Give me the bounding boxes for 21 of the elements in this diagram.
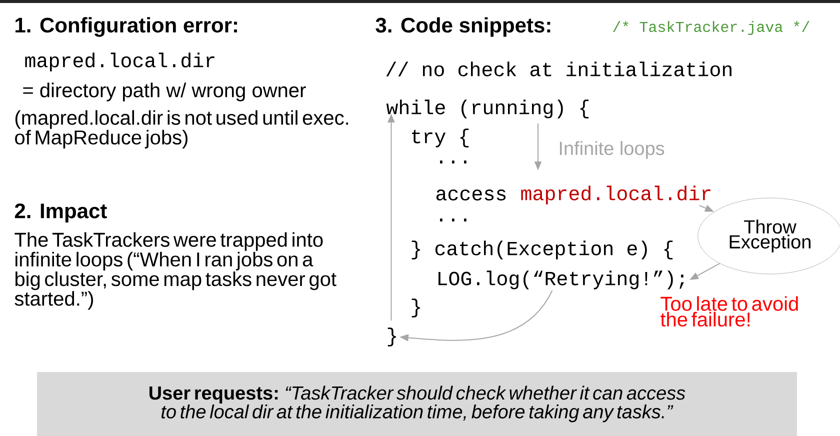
code-line: }	[412, 298, 420, 318]
code-line: LOG.log(“Retrying!”);	[438, 270, 684, 290]
code-comment: /* TaskTracker.java */	[613, 21, 810, 35]
request-box: User requests: “TaskTracker should check whether it can access to the local dir at the initialization time, before taking any tasks.”	[37, 372, 797, 436]
section-heading: 2. Impact	[14, 203, 107, 222]
code-line: try {	[412, 128, 469, 148]
note-text: (mapred.local.dir is not used until exec. of MapReduce jobs)	[15, 110, 348, 148]
code-line: ...	[440, 218, 466, 222]
closing-brace: }	[388, 328, 396, 346]
impact-text: The TaskTrackers were trapped into infinite loops (“When I ran jobs on a big cluster, some map tasks never got started.”)	[14, 232, 336, 310]
annotation-text: Infinite loops	[560, 141, 664, 159]
code-line: } catch(Exception e) {	[412, 240, 673, 260]
code-line: ...	[440, 160, 466, 164]
config-key: mapred.local.dir	[25, 52, 214, 72]
warning-text: Too late to avoid the failure!	[660, 296, 798, 327]
section-heading: 1. Configuration error:	[16, 17, 237, 37]
code-comment: // no check at initialization	[386, 62, 732, 76]
section-heading: 3. Code snippets:	[376, 17, 550, 37]
config-value: = directory path w/ wrong owner	[23, 82, 306, 102]
code-line: while (running) {	[386, 100, 589, 118]
code-line: access	[436, 190, 506, 200]
